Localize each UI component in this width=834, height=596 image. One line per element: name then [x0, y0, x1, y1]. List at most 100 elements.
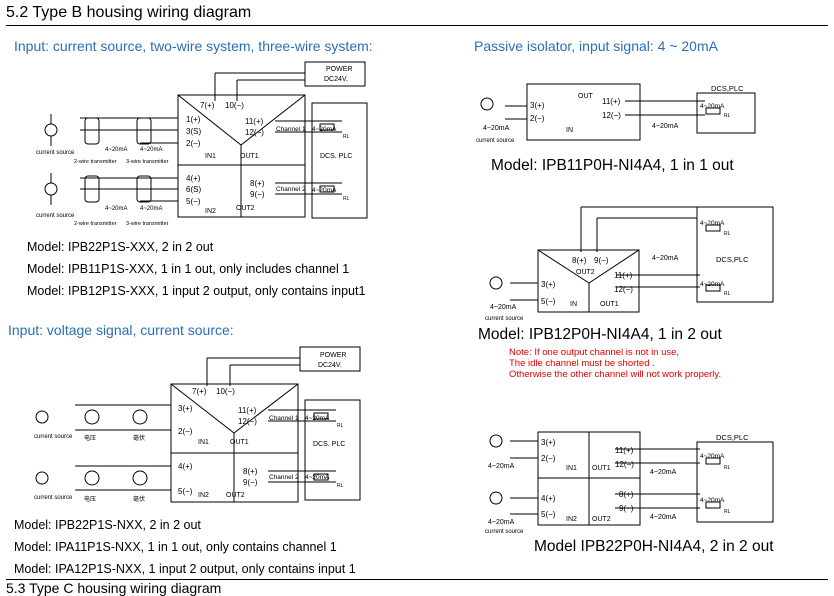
header-voltage-input: Input: voltage signal, current source: — [8, 322, 234, 338]
svg-text:12(−): 12(−) — [615, 460, 634, 469]
svg-text:4~20mA: 4~20mA — [700, 453, 725, 460]
svg-text:12(−): 12(−) — [614, 285, 633, 294]
svg-text:4~20mA: 4~20mA — [650, 514, 677, 521]
section-title: 5.2 Type B housing wiring diagram — [6, 4, 252, 21]
bottom-rule — [6, 579, 828, 580]
svg-text:RL: RL — [724, 509, 731, 515]
model-passive-1in1out: Model: IPB11P0H-NI4A4, 1 in 1 out — [491, 157, 734, 174]
svg-text:RL: RL — [343, 196, 350, 202]
svg-text:8(+): 8(+) — [619, 490, 634, 499]
svg-text:4~20mA: 4~20mA — [105, 206, 128, 212]
svg-text:9(−): 9(−) — [619, 504, 634, 513]
svg-text:current source: current source — [485, 316, 524, 322]
current-source-symbol-8 — [489, 491, 503, 505]
diagram-voltage-input — [35, 346, 361, 503]
svg-text:Channel 1: Channel 1 — [276, 126, 306, 133]
output-load-box-3 — [696, 92, 756, 134]
svg-text:RL: RL — [337, 423, 344, 429]
svg-text:3(+): 3(+) — [541, 280, 556, 289]
svg-text:IN2: IN2 — [205, 208, 216, 215]
svg-text:12(−): 12(−) — [238, 417, 257, 426]
svg-text:4~20mA: 4~20mA — [700, 497, 725, 504]
svg-text:11(+): 11(+) — [602, 97, 621, 106]
output-load-box — [311, 102, 368, 219]
dc24v-label: DC24V. — [324, 76, 348, 83]
diagram-current-input — [44, 61, 368, 219]
svg-text:OUT1: OUT1 — [240, 153, 259, 160]
current-source-symbol-6 — [489, 276, 503, 290]
note-line-1: Note: If one output channel is not in us… — [509, 347, 680, 358]
svg-text:OUT2: OUT2 — [226, 492, 245, 499]
svg-text:4~20mA: 4~20mA — [140, 147, 163, 153]
svg-text:3-wire transmitter: 3-wire transmitter — [126, 221, 169, 227]
svg-text:OUT: OUT — [578, 93, 594, 100]
svg-text:3(+): 3(+) — [541, 438, 556, 447]
svg-text:Channel 2: Channel 2 — [276, 186, 306, 193]
svg-text:4~20mA: 4~20mA — [700, 281, 725, 288]
svg-text:IN1: IN1 — [198, 439, 209, 446]
three-wire-transmitter-1 — [136, 117, 152, 145]
svg-text:4~20mA: 4~20mA — [140, 206, 163, 212]
svg-text:12(−): 12(−) — [602, 111, 621, 120]
svg-text:current source: current source — [485, 529, 524, 535]
svg-text:3(+): 3(+) — [530, 101, 545, 110]
svg-text:4~20mA: 4~20mA — [652, 123, 679, 130]
current-source-symbol-2 — [44, 182, 58, 196]
svg-text:RL: RL — [724, 113, 731, 119]
current-source-symbol-7 — [489, 434, 503, 448]
load-resistor-1 — [319, 123, 335, 131]
svg-text:9(−): 9(−) — [243, 478, 258, 487]
svg-text:IN2: IN2 — [566, 516, 577, 523]
model-line-current-3: Model: IPB12P1S-XXX, 1 input 2 output, o… — [27, 284, 366, 298]
svg-text:11(+): 11(+) — [614, 271, 633, 280]
svg-text:DCS. PLC: DCS. PLC — [313, 441, 345, 448]
note-line-3: Otherwise the other channel will not wor… — [509, 369, 722, 380]
output-load-box-5 — [696, 441, 774, 523]
svg-text:4(+): 4(+) — [186, 174, 201, 183]
svg-text:DC24V.: DC24V. — [318, 362, 342, 369]
svg-text:4~20mA: 4~20mA — [700, 103, 725, 110]
two-wire-transmitter-1 — [84, 117, 100, 145]
svg-text:OUT1: OUT1 — [230, 439, 249, 446]
svg-text:3(S): 3(S) — [186, 127, 201, 136]
svg-text:4~20mA: 4~20mA — [483, 125, 510, 132]
output-load-box-4 — [696, 206, 774, 303]
svg-text:4~20mA: 4~20mA — [305, 474, 330, 481]
diagram-passive-1in2out-text: 8(+) 9(−) OUT2 3(+) 5(−) IN OUT1 11(+) 1… — [485, 220, 749, 322]
two-wire-transmitter-2 — [84, 175, 100, 203]
svg-text:5(−): 5(−) — [178, 487, 193, 496]
svg-text:IN1: IN1 — [566, 465, 577, 472]
svg-text:9(−): 9(−) — [250, 190, 265, 199]
model-passive-1in2out: Model: IPB12P0H-NI4A4, 1 in 2 out — [478, 326, 722, 343]
current-source-symbol-4 — [35, 471, 49, 485]
power-supply-box — [304, 61, 366, 87]
svg-text:4~20mA: 4~20mA — [650, 469, 677, 476]
svg-text:9(−): 9(−) — [594, 256, 609, 265]
svg-text:OUT2: OUT2 — [592, 516, 611, 523]
power-supply-box-2 — [299, 346, 361, 372]
svg-text:OUT1: OUT1 — [592, 465, 611, 472]
svg-text:3-wire transmitter: 3-wire transmitter — [126, 159, 169, 165]
current-source-symbol-1 — [44, 123, 58, 137]
svg-text:RL: RL — [724, 465, 731, 471]
diagram-passive-1in2out — [489, 206, 774, 313]
svg-text:12(−): 12(−) — [245, 128, 264, 137]
svg-text:DCS,PLC: DCS,PLC — [716, 433, 749, 442]
svg-text:OUT2: OUT2 — [236, 205, 255, 212]
model-line-current-1: Model: IPB22P1S-XXX, 2 in 2 out — [27, 240, 214, 254]
svg-text:DCS,PLC: DCS,PLC — [711, 84, 744, 93]
load-resistor-2 — [319, 185, 335, 193]
svg-text:IN2: IN2 — [198, 492, 209, 499]
svg-text:8(+): 8(+) — [250, 179, 265, 188]
current-source-symbol-3 — [35, 410, 49, 424]
svg-text:10(−): 10(−) — [225, 101, 244, 110]
svg-text:11(+): 11(+) — [615, 446, 634, 455]
svg-text:6(S): 6(S) — [186, 185, 201, 194]
svg-text:5(−): 5(−) — [541, 297, 556, 306]
svg-text:7(+): 7(+) — [200, 101, 215, 110]
svg-text:current source: current source — [36, 213, 75, 219]
svg-text:3(+): 3(+) — [178, 404, 193, 413]
model-line-current-2: Model: IPB11P1S-XXX, 1 in 1 out, only in… — [27, 262, 350, 276]
svg-text:current source: current source — [36, 150, 75, 156]
power-label: POWER — [326, 66, 352, 73]
